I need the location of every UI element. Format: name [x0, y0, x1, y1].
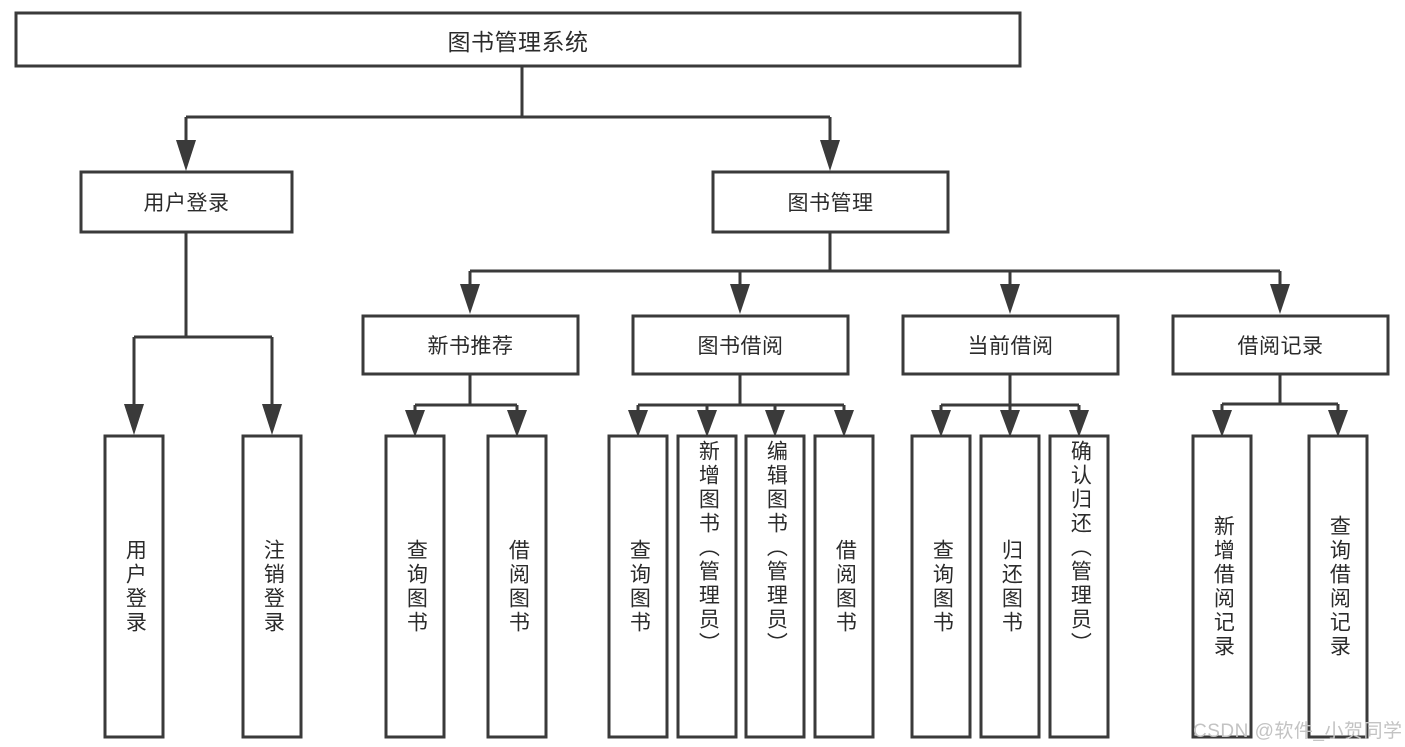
- arrow-root-to-bookmgmt: [820, 140, 840, 171]
- arrow-to-bb-add-book: [697, 410, 717, 437]
- arrow-to-current-borrow: [1000, 284, 1020, 314]
- node-leaf-bb-borrow-book-box[interactable]: [813, 434, 875, 739]
- node-l3-borrow-record-box[interactable]: [1171, 314, 1390, 376]
- arrow-to-leaf-user-login: [124, 404, 144, 435]
- arrow-to-new-book-rec: [460, 284, 480, 314]
- node-leaf-user-login-box[interactable]: [103, 434, 165, 739]
- node-leaf-rec-borrow-book-box[interactable]: [486, 434, 548, 739]
- node-leaf-rec-query-book-box[interactable]: [384, 434, 446, 739]
- arrow-to-bb-edit-book: [765, 410, 785, 437]
- arrow-to-br-add-record: [1212, 410, 1232, 437]
- arrow-to-rec-query-book: [405, 410, 425, 437]
- arrow-to-rec-borrow-book: [507, 410, 527, 437]
- arrow-to-leaf-logout: [262, 404, 282, 435]
- node-leaf-br-query-record-box[interactable]: [1307, 434, 1369, 739]
- arrow-to-bb-borrow-book: [834, 410, 854, 437]
- arrow-root-to-userlogin: [176, 140, 196, 171]
- node-leaf-cb-return-book-box[interactable]: [979, 434, 1041, 739]
- node-l3-current-borrow-box[interactable]: [901, 314, 1120, 376]
- arrow-to-book-borrow: [730, 284, 750, 314]
- node-leaf-bb-query-book-box[interactable]: [607, 434, 669, 739]
- arrow-to-cb-confirm-return: [1069, 410, 1089, 437]
- node-l3-new-book-rec-box[interactable]: [361, 314, 580, 376]
- node-l2-book-mgmt-box[interactable]: [711, 170, 950, 234]
- node-l2-user-login-box[interactable]: [79, 170, 294, 234]
- node-leaf-cb-confirm-return-box[interactable]: [1048, 434, 1110, 739]
- arrow-to-borrow-record: [1270, 284, 1290, 314]
- arrow-to-cb-query-book: [931, 410, 951, 437]
- node-root-box[interactable]: [14, 11, 1022, 68]
- node-leaf-bb-edit-book-box[interactable]: [744, 434, 806, 739]
- arrow-to-br-query-record: [1328, 410, 1348, 437]
- node-leaf-bb-add-book-box[interactable]: [676, 434, 738, 739]
- arrow-to-bb-query-book: [628, 410, 648, 437]
- node-leaf-logout-box[interactable]: [241, 434, 303, 739]
- node-leaf-br-add-record-box[interactable]: [1191, 434, 1253, 739]
- arrow-to-cb-return-book: [1000, 410, 1020, 437]
- node-l3-book-borrow-box[interactable]: [631, 314, 850, 376]
- node-leaf-cb-query-book-box[interactable]: [910, 434, 972, 739]
